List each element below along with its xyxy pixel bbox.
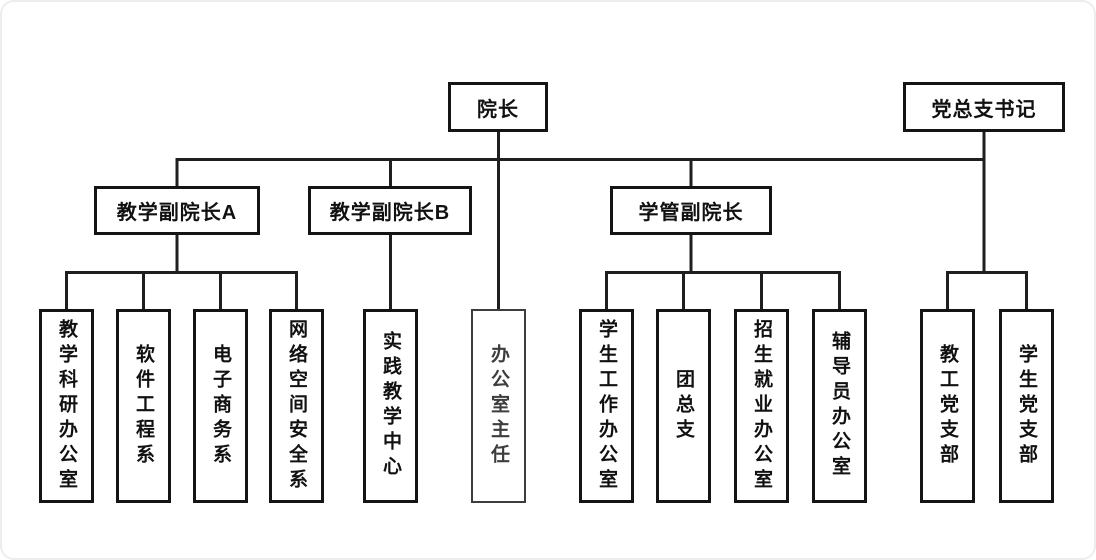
node-label: 办公室主任: [488, 343, 509, 469]
node-student-affairs-office: 学生工作办公室: [579, 309, 634, 503]
node-dean: 院长: [448, 82, 548, 132]
node-ecommerce-dept: 电子商务系: [193, 309, 248, 503]
node-label: 教学副院长A: [116, 202, 238, 224]
connector-party-branch-group: [946, 131, 1028, 309]
node-party-secretary: 党总支书记: [903, 82, 1065, 132]
connector-bus-drops: [175, 158, 693, 186]
node-label: 学管副院长: [638, 202, 744, 224]
connector-teaching-a-group: [65, 235, 298, 309]
node-practice-teaching-center: 实践教学中心: [363, 309, 418, 503]
node-vice-dean-teaching-b: 教学副院长B: [308, 186, 472, 235]
node-vice-dean-teaching-a: 教学副院长A: [94, 186, 260, 235]
node-label: 实践教学中心: [380, 331, 401, 481]
node-label: 教工党支部: [937, 343, 958, 469]
node-software-engineering-dept: 软件工程系: [116, 309, 171, 503]
node-vice-dean-student-affairs: 学管副院长: [610, 186, 772, 235]
node-label: 学生党支部: [1016, 343, 1037, 469]
node-label: 党总支书记: [931, 98, 1037, 121]
node-counselor-office: 辅导员办公室: [812, 309, 867, 503]
node-faculty-party-branch: 教工党支部: [920, 309, 975, 503]
node-admissions-employment-office: 招生就业办公室: [734, 309, 789, 503]
connector-student-affairs-group: [605, 235, 841, 309]
node-label: 团总支: [673, 368, 694, 444]
node-student-party-branch: 学生党支部: [999, 309, 1054, 503]
node-label: 学生工作办公室: [596, 318, 617, 494]
node-label: 教学副院长B: [329, 202, 451, 224]
node-label: 辅导员办公室: [829, 331, 850, 481]
node-teaching-research-office: 教学科研办公室: [39, 309, 94, 503]
node-label: 教学科研办公室: [56, 318, 77, 494]
node-youth-league-general-branch: 团总支: [656, 309, 711, 503]
node-label: 网络空间安全系: [286, 318, 307, 494]
node-label: 招生就业办公室: [751, 318, 772, 494]
node-label: 电子商务系: [210, 343, 231, 469]
node-label: 软件工程系: [133, 343, 154, 469]
node-cyberspace-security-dept: 网络空间安全系: [269, 309, 324, 503]
node-label: 院长: [477, 98, 519, 121]
node-office-director: 办公室主任: [471, 309, 526, 503]
